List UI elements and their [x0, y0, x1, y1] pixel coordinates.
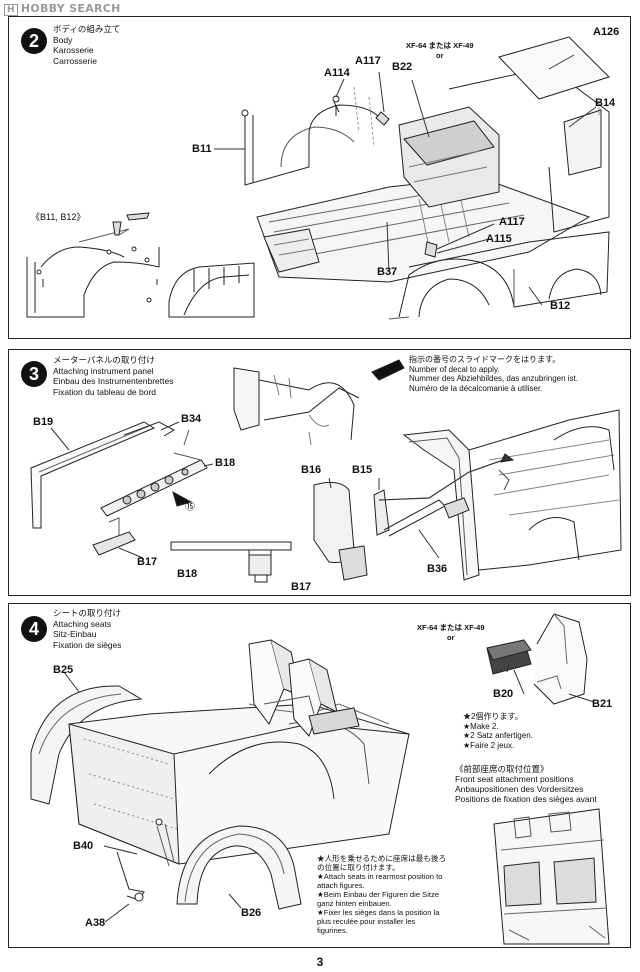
step-3-title-de: Einbau des Instrumentenbrettes	[53, 376, 174, 386]
step-3-decal-fr: Numéro de la décalcomanie à utiliser.	[409, 383, 543, 393]
watermark-logo: H	[4, 4, 18, 16]
label-b15: B15	[352, 464, 373, 476]
step-4-front-en: Front seat attachment positions	[455, 774, 574, 784]
step-4-note-fr2: plus reculée pour installer les	[317, 917, 416, 926]
step-4-figure-note: ★人形を乗せるために座席は最も後ろ の位置に取り付けます。 ★Attach se…	[317, 854, 446, 935]
step-4-number: 4	[21, 616, 47, 642]
step-2-title: ボディの組み立て Body Karosserie Carrosserie	[53, 24, 120, 66]
label-b14: B14	[595, 97, 616, 109]
label-b34: B34	[181, 413, 202, 425]
label-b40: B40	[73, 840, 94, 852]
label-b12: B12	[550, 300, 571, 312]
step-4-front-jp: 《前部座席の取付位置》	[455, 764, 549, 774]
label-a117-top: A117	[355, 55, 381, 67]
step-4-title-jp: シートの取り付け	[53, 608, 122, 618]
label-a38: A38	[85, 917, 106, 929]
step-2-title-jp: ボディの組み立て	[53, 24, 121, 34]
step-2-title-en: Body	[53, 34, 73, 45]
step-4-note-de1: ★Beim Einbau der Figuren die Sitze	[317, 890, 440, 899]
step-2-inset-label: 《B11, B12》	[31, 212, 86, 222]
label-b18-flat: B18	[177, 568, 198, 580]
label-b21: B21	[592, 698, 613, 710]
label-b26: B26	[241, 907, 262, 919]
step-4-title-de: Sitz-Einbau	[53, 629, 97, 639]
label-a126: A126	[593, 26, 620, 38]
step-3-title-fr: Fixation du tableau de bord	[53, 386, 157, 397]
step-4-make2-note: ★2個作ります。 ★Make 2. ★2 Satz anfertigen. ★F…	[463, 712, 533, 750]
label-a117-bottom: A117	[499, 216, 525, 228]
step-4-make2-jp: ★2個作ります。	[463, 712, 523, 721]
label-b17-small: B17	[291, 581, 312, 593]
decal-number-marker: ⑮	[185, 502, 195, 513]
page-number: 3	[316, 955, 324, 969]
label-b22: B22	[392, 61, 413, 73]
label-b11: B11	[192, 143, 212, 155]
step-4-front-de: Anbaupositionen des Vordersitzes	[455, 784, 584, 794]
step-2-title-de: Karosserie	[53, 45, 94, 55]
step-4-note-en2: attach figures.	[317, 881, 365, 890]
label-b18: B18	[215, 457, 236, 469]
watermark-text: HOBBY SEARCH	[20, 2, 121, 15]
step-3-decal-note: 指示の番号のスライドマークをはります。 Number of decal to a…	[409, 355, 578, 393]
label-a115: A115	[486, 233, 512, 245]
step-3-panel: 3 メーターパネルの取り付け Attaching instrument pane…	[8, 349, 631, 596]
step-4-panel: 4 シートの取り付け Attaching seats Sitz-Einbau F…	[8, 603, 631, 948]
step-4-make2-fr: ★Faire 2 jeux.	[463, 740, 515, 750]
step-4-make2-de: ★2 Satz anfertigen.	[463, 731, 533, 740]
label-b37: B37	[377, 266, 398, 278]
step-2-body-drawing	[9, 17, 632, 340]
label-b16: B16	[301, 464, 322, 476]
label-b19: B19	[33, 416, 54, 428]
step-3-title-jp: メーターパネルの取り付け	[53, 355, 155, 365]
step-2-paint-line1: XF-64 または XF-49	[406, 41, 474, 50]
step-2-panel: 2 ボディの組み立て Body Karosserie Carrosserie X…	[8, 16, 631, 339]
step-4-paint-note: XF-64 または XF-49 or	[417, 622, 485, 642]
step-2-title-fr: Carrosserie	[53, 55, 97, 66]
step-2-number: 2	[21, 28, 47, 54]
step-3-number: 3	[21, 361, 47, 387]
step-4-note-fr3: figurines.	[317, 926, 348, 935]
step-2-paint-note: XF-64 または XF-49 or	[406, 40, 474, 60]
label-b25: B25	[53, 664, 74, 676]
step-4-note-de2: ganz hinten einbauen.	[317, 899, 392, 908]
step-3-decal-jp: 指示の番号のスライドマークをはります。	[409, 355, 561, 364]
step-4-paint-line1: XF-64 または XF-49	[417, 623, 485, 632]
step-4-title-fr: Fixation de sièges	[53, 639, 122, 650]
step-3-title-en: Attaching instrument panel	[53, 365, 154, 376]
step-4-make2-en: ★Make 2.	[463, 721, 499, 731]
label-b36: B36	[427, 563, 448, 575]
step-3-instrument-drawing	[9, 350, 632, 597]
step-4-front-seat-note: 《前部座席の取付位置》 Front seat attachment positi…	[455, 764, 597, 804]
step-4-note-jp2: の位置に取り付けます。	[317, 863, 400, 872]
label-b20: B20	[493, 688, 514, 700]
step-4-title-en: Attaching seats	[53, 618, 112, 629]
label-b17: B17	[137, 556, 158, 568]
step-3-title: メーターパネルの取り付け Attaching instrument panel …	[53, 355, 174, 397]
step-4-front-fr: Positions de fixation des sièges avant	[455, 794, 597, 804]
step-4-seats-drawing	[9, 604, 632, 949]
step-3-decal-de: Nummer des Abziehbildes, das anzubringen…	[409, 374, 578, 383]
step-4-note-fr1: ★Fixer les sièges dans la position la	[317, 908, 440, 917]
step-2-paint-line2: or	[436, 51, 444, 60]
label-a114: A114	[324, 67, 350, 79]
step-3-decal-en: Number of decal to apply.	[409, 364, 500, 374]
step-4-title: シートの取り付け Attaching seats Sitz-Einbau Fix…	[53, 608, 122, 650]
step-4-paint-line2: or	[447, 633, 455, 642]
step-4-note-en1: ★Attach seats in rearmost position to	[317, 872, 443, 881]
step-4-note-jp1: ★人形を乗せるために座席は最も後ろ	[317, 854, 447, 863]
